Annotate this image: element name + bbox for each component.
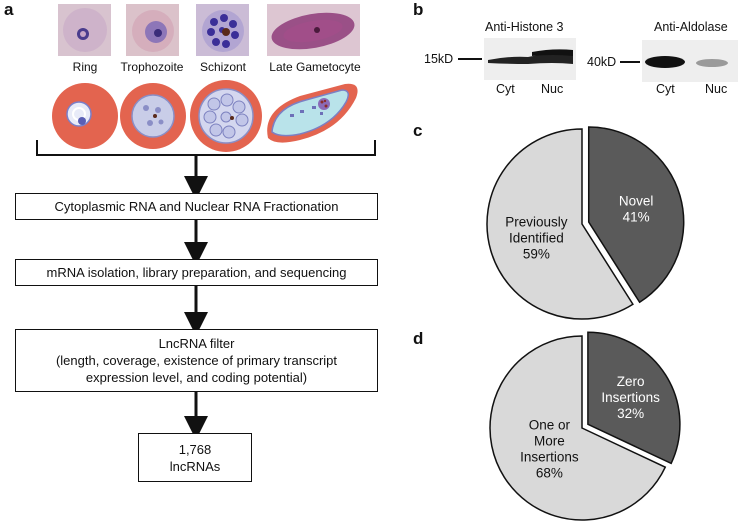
lncrna-filter-box: LncRNA filter (length, coverage, existen… <box>15 329 378 392</box>
pie-c-slice-1 <box>486 128 634 320</box>
trophozoite-micrograph <box>126 4 179 56</box>
blot-aldolase-lane-cyt: Cyt <box>656 82 675 96</box>
panel-c-letter: c <box>413 121 423 140</box>
stage-label-trophozoite: Trophozoite <box>120 60 184 74</box>
blot-histone-lane-cyt: Cyt <box>496 82 515 96</box>
pie-d-slice-1 <box>489 335 667 521</box>
gametocyte-micrograph <box>267 4 360 56</box>
pie-c-slice-0 <box>587 126 685 304</box>
ring-cartoon-icon <box>52 83 118 149</box>
ring-micrograph <box>58 4 111 56</box>
cartoon-cells <box>52 80 358 152</box>
blot-aldolase-image <box>620 40 738 82</box>
gametocyte-cartoon-icon <box>267 83 358 143</box>
result-label: lncRNAs <box>169 458 221 474</box>
blot-aldolase-lane-nuc: Nuc <box>705 82 728 96</box>
step-sequencing-text: mRNA isolation, library preparation, and… <box>46 265 347 280</box>
stage-label-schizont: Schizont <box>199 60 247 74</box>
filter-criteria-line1: (length, coverage, existence of primary … <box>55 353 338 368</box>
filter-criteria-line2: expression level, and coding potential) <box>85 370 308 385</box>
blot-histone-marker: 15kD <box>424 52 454 66</box>
step-fractionation-box: Cytoplasmic RNA and Nuclear RNA Fraction… <box>15 193 378 220</box>
stage-label-late-gametocyte: Late Gametocyte <box>269 60 361 74</box>
blot-aldolase-title: Anti-Aldolase <box>654 20 728 34</box>
blot-histone-title: Anti-Histone 3 <box>485 20 564 34</box>
blot-histone-lane-nuc: Nuc <box>541 82 564 96</box>
panel-a-letter: a <box>4 0 14 19</box>
blot-aldolase-marker: 40kD <box>587 55 617 69</box>
step-sequencing-box: mRNA isolation, library preparation, and… <box>15 259 378 286</box>
schizont-micrograph <box>196 4 249 56</box>
schizont-cartoon-icon <box>190 80 262 152</box>
panel-b-letter: b <box>413 0 424 19</box>
result-count: 1,768 <box>178 441 212 457</box>
step-fractionation-text: Cytoplasmic RNA and Nuclear RNA Fraction… <box>54 199 339 214</box>
panel-d-letter: d <box>413 329 424 348</box>
flow-arrows <box>36 140 376 440</box>
blot-histone-image <box>458 38 576 80</box>
stage-label-ring: Ring <box>72 60 98 74</box>
result-box: 1,768 lncRNAs <box>138 433 252 482</box>
filter-title: LncRNA filter <box>158 336 235 351</box>
trophozoite-cartoon-icon <box>120 83 186 149</box>
pie-d-slice-0 <box>587 331 681 465</box>
